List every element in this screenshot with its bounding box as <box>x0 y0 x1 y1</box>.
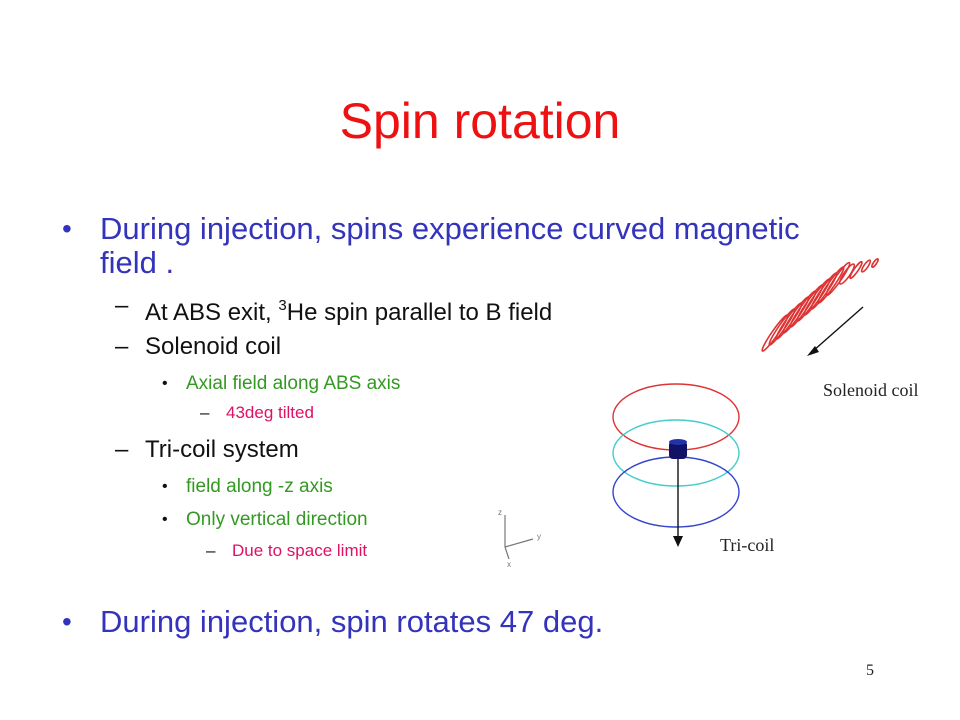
dash-marker: – <box>206 541 216 560</box>
item-vertical-direction: • Only vertical direction <box>162 509 368 530</box>
bullet-dot: • <box>162 511 168 528</box>
superscript-3: 3 <box>278 297 287 314</box>
dash-marker: – <box>200 403 210 422</box>
solenoid-coil-label: Solenoid coil <box>823 380 919 400</box>
axis-diagram: z y x <box>498 508 541 569</box>
bullet-dot: • <box>62 606 72 637</box>
dash-marker: – <box>115 436 129 463</box>
tri-coil-figure <box>612 383 740 547</box>
subbullet-tri-coil-system: – Tri-coil system <box>115 436 299 463</box>
axis-y-label: y <box>537 532 541 541</box>
dash-marker: – <box>115 333 129 360</box>
bullet-spin-rotates: • During injection, spin rotates 47 deg. <box>62 604 860 639</box>
sample-cylinder-icon <box>669 439 687 459</box>
item-axial-field: • Axial field along ABS axis <box>162 373 401 394</box>
axis-z-label: z <box>498 508 502 517</box>
subbullet-solenoid-coil: – Solenoid coil <box>115 333 282 360</box>
page-number: 5 <box>866 662 874 679</box>
slide-title: Spin rotation <box>339 93 621 149</box>
item-43deg-tilted: – 43deg tilted <box>200 403 314 422</box>
bullet-injection-field: • During injection, spins experience cur… <box>62 211 800 280</box>
bullet-dot: • <box>162 478 168 495</box>
axis-x-label: x <box>507 560 511 569</box>
bullet-text: During injection, spin rotates 47 deg. <box>100 604 604 639</box>
tri-coil-label: Tri-coil <box>720 535 775 555</box>
item-space-limit: – Due to space limit <box>206 541 368 560</box>
subbullet-abs-exit: – At ABS exit, 3He spin parallel to B fi… <box>115 292 553 326</box>
item-field-z-axis: • field along -z axis <box>162 476 333 497</box>
bullet-text: During injection, spins experience curve… <box>100 211 800 280</box>
solenoid-coil-figure <box>761 258 879 356</box>
dash-marker: – <box>115 292 129 319</box>
bullet-dot: • <box>162 375 168 392</box>
bullet-dot: • <box>62 213 72 244</box>
